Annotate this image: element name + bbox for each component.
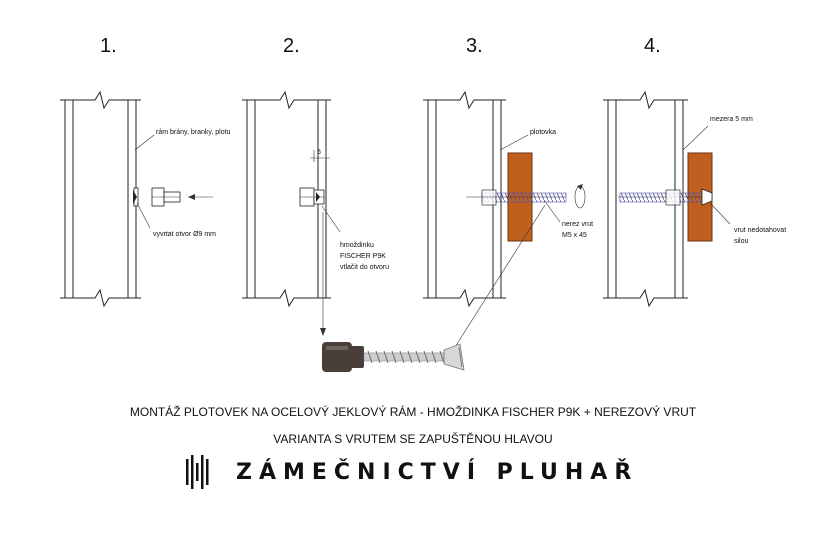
step-4: 4. mezera 5 mm vrut nedotahovat silou bbox=[603, 35, 786, 308]
dimension-5mm: 5 bbox=[310, 149, 330, 162]
step-2: 2. 5 hmoždinku FISCHER P9K vtlačit do ot… bbox=[242, 35, 389, 336]
stainless-screw bbox=[618, 188, 713, 206]
company-brand: ZÁMEČNICTVÍ PLUHAŘ bbox=[186, 452, 638, 492]
screw-label-line2: M5 x 45 bbox=[562, 232, 587, 239]
step-3: 3. plotovka nerez vrut M5 x 45 bbox=[423, 35, 593, 358]
fischer-anchor bbox=[151, 187, 181, 207]
step-number: 2. bbox=[283, 35, 300, 57]
anchor-label-line2: FISCHER P9K bbox=[340, 253, 386, 260]
rotation-arrow-icon bbox=[574, 184, 586, 209]
step-1: 1. rám brány, branky, plotu vyvrta bbox=[60, 35, 231, 308]
insert-direction-arrow bbox=[188, 194, 213, 200]
anchor-label-line1: hmoždinku bbox=[340, 242, 374, 249]
dimension-label: 5 bbox=[317, 149, 321, 156]
gap-label: mezera 5 mm bbox=[710, 116, 753, 123]
brand-name: ZÁMEČNICTVÍ PLUHAŘ bbox=[236, 459, 639, 485]
stainless-screw bbox=[466, 189, 567, 206]
step-number: 4. bbox=[644, 35, 661, 57]
drill-hole-label: vyvrtat otvor Ø9 mm bbox=[153, 231, 216, 238]
step-number: 1. bbox=[100, 35, 117, 57]
plank-label: plotovka bbox=[530, 129, 556, 136]
anchor-label-line3: vtlačit do otvoru bbox=[340, 264, 389, 271]
fischer-anchor bbox=[299, 187, 325, 207]
torque-note-line1: vrut nedotahovat bbox=[734, 227, 786, 234]
step-number: 3. bbox=[466, 35, 483, 57]
frame-label: rám brány, branky, plotu bbox=[156, 129, 231, 136]
variant-subtitle: VARIANTA S VRUTEM SE ZAPUŠTĚNOU HLAVOU bbox=[273, 432, 553, 446]
steel-tube-profile bbox=[60, 90, 141, 308]
torque-note-line2: silou bbox=[734, 238, 749, 245]
bars-logo-icon bbox=[186, 455, 209, 489]
screw-label-line1: nerez vrut bbox=[562, 221, 593, 228]
anchor-and-screw-photo bbox=[322, 342, 465, 372]
assembly-title: MONTÁŽ PLOTOVEK NA OCELOVÝ JEKLOVÝ RÁM -… bbox=[129, 405, 697, 419]
